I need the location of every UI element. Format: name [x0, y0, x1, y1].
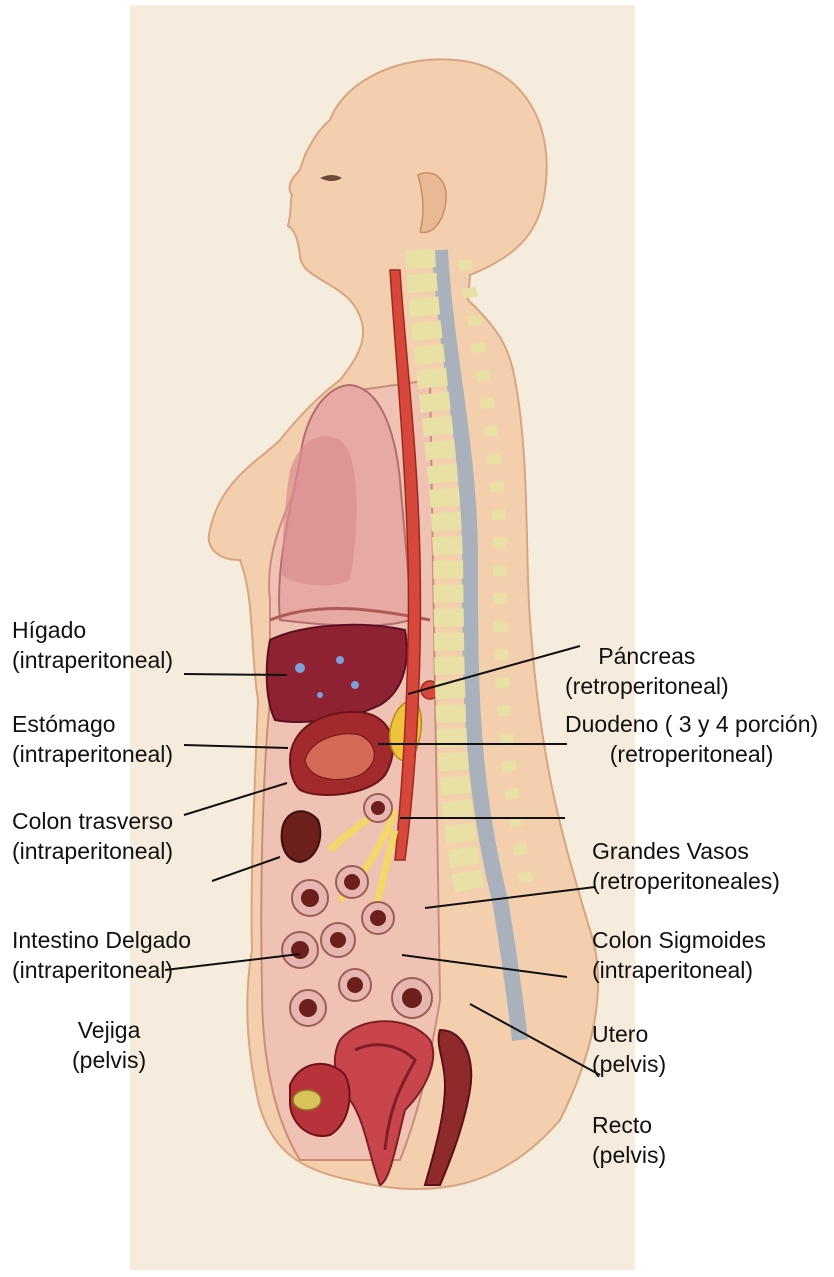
label-pancreas-location: (retroperitoneal)	[565, 671, 729, 701]
label-intestino-delgado-location: (intraperitoneal)	[12, 955, 191, 985]
label-colon-trasverso: Colon trasverso (intraperitoneal)	[12, 806, 173, 866]
label-duodeno-name: Duodeno ( 3 y 4 porción)	[565, 709, 818, 739]
transverse-colon	[282, 811, 321, 862]
label-pancreas-name: Páncreas	[565, 641, 729, 671]
label-higado: Hígado (intraperitoneal)	[12, 615, 173, 675]
label-colon-sigmoides-location: (intraperitoneal)	[592, 955, 766, 985]
liver-vessel	[351, 681, 359, 689]
label-utero-location: (pelvis)	[592, 1049, 666, 1079]
liver-vessel	[336, 656, 344, 664]
label-higado-name: Hígado	[12, 615, 173, 645]
sigmoid-colon-lumen	[402, 988, 422, 1008]
label-colon-sigmoides-name: Colon Sigmoides	[592, 925, 766, 955]
label-grandes-vasos: Grandes Vasos (retroperitoneales)	[592, 836, 780, 896]
label-intestino-delgado-name: Intestino Delgado	[12, 925, 191, 955]
label-recto-location: (pelvis)	[592, 1140, 666, 1170]
label-recto: Recto (pelvis)	[592, 1110, 666, 1170]
label-duodeno: Duodeno ( 3 y 4 porción) (retroperitonea…	[565, 709, 818, 769]
label-grandes-vasos-name: Grandes Vasos	[592, 836, 780, 866]
label-estomago-location: (intraperitoneal)	[12, 739, 173, 769]
label-intestino-delgado: Intestino Delgado (intraperitoneal)	[12, 925, 191, 985]
label-higado-location: (intraperitoneal)	[12, 645, 173, 675]
label-colon-sigmoides: Colon Sigmoides (intraperitoneal)	[592, 925, 766, 985]
label-colon-trasverso-location: (intraperitoneal)	[12, 836, 173, 866]
label-colon-trasverso-name: Colon trasverso	[12, 806, 173, 836]
label-utero: Utero (pelvis)	[592, 1019, 666, 1079]
label-utero-name: Utero	[592, 1019, 666, 1049]
duodenum-lumen	[371, 801, 385, 815]
label-estomago: Estómago (intraperitoneal)	[12, 709, 173, 769]
label-vejiga-location: (pelvis)	[72, 1045, 146, 1075]
label-vejiga-name: Vejiga	[72, 1015, 146, 1045]
label-vejiga: Vejiga (pelvis)	[72, 1015, 146, 1075]
label-grandes-vasos-location: (retroperitoneales)	[592, 866, 780, 896]
label-duodeno-location: (retroperitoneal)	[565, 739, 818, 769]
leader-higado	[184, 674, 287, 675]
label-pancreas: Páncreas (retroperitoneal)	[565, 641, 729, 701]
liver-vessel	[317, 692, 323, 698]
label-estomago-name: Estómago	[12, 709, 173, 739]
label-recto-name: Recto	[592, 1110, 666, 1140]
liver-vessel	[295, 663, 305, 673]
pubic-bone	[293, 1090, 321, 1110]
